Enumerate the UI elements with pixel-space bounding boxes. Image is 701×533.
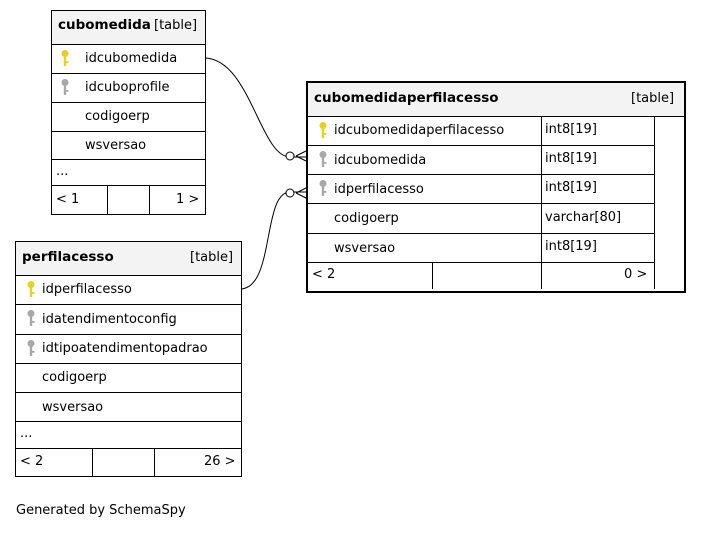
table-header: cubomedidaperfilacesso [table] [308,83,684,117]
table-perfilacesso[interactable]: perfilacesso [table] idperfilacesso idat… [15,241,242,477]
table-name: cubomedidaperfilacesso [314,90,499,106]
table-name: cubomedida [58,17,151,33]
column-row[interactable]: codigoerp [52,103,205,132]
column-row[interactable]: idatendimentoconfig [16,305,241,335]
ellipsis: ... [56,164,69,179]
footer-spacer [92,449,155,476]
column-name: idcubomedida [85,51,178,66]
column-row[interactable]: idtipoatendimentopadrao [16,335,241,364]
column-type-cell: int8[19] [541,234,655,262]
crowfoot-perfilacesso-fk [285,187,307,199]
table-footer: < 1 1 > [52,186,205,214]
column-name: idperfilacesso [334,182,424,197]
right-gutter-divider [654,117,655,289]
column-row[interactable]: wsversao [16,393,241,422]
more-columns: ... [16,422,241,449]
column-name: idatendimentoconfig [42,312,177,327]
primary-key-icon [318,117,328,145]
table-cubomedida[interactable]: cubomedida [table] idcubomedida idcubopr… [51,10,206,215]
column-row[interactable]: idperfilacesso [16,276,241,305]
footer-divider [149,186,206,214]
column-name: wsversao [42,400,104,415]
column-row[interactable]: codigoerp varchar[80] [308,204,654,234]
foreign-key-icon [26,335,36,363]
parents-count[interactable]: < 2 [312,267,336,282]
column-name: wsversao [334,241,396,256]
table-footer: < 2 0 > [308,263,654,289]
foreign-key-icon [60,74,70,102]
primary-key-icon [60,45,70,73]
more-columns: ... [52,160,205,186]
edge-cubomedida-to-cubomedidaperfilacesso [203,57,306,158]
generated-by-credit: Generated by SchemaSpy [16,503,186,518]
parents-count[interactable]: < 2 [20,454,44,469]
column-type: varchar[80] [545,210,622,225]
table-header: cubomedida [table] [52,11,205,45]
column-name: wsversao [85,138,147,153]
column-name: codigoerp [42,370,107,385]
table-cubomedidaperfilacesso[interactable]: cubomedidaperfilacesso [table] idcubomed… [306,81,686,293]
column-name: idcubomedida [334,153,427,168]
foreign-key-icon [318,146,328,174]
column-type: int8[19] [545,180,597,195]
primary-key-icon [26,276,36,304]
column-type: int8[19] [545,151,597,166]
table-header: perfilacesso [table] [16,242,241,276]
column-type: int8[19] [545,122,597,137]
footer-divider [154,449,242,476]
column-type-cell: int8[19] [541,175,655,203]
column-type-cell: int8[19] [541,117,655,145]
column-row[interactable]: idcubomedida int8[19] [308,146,654,175]
column-row[interactable]: idperfilacesso int8[19] [308,175,654,204]
column-row[interactable]: wsversao int8[19] [308,234,654,263]
column-type-cell: varchar[80] [541,204,655,233]
crowfoot-cubomedida-fk [285,150,307,162]
table-type: [table] [154,18,198,33]
column-name: idcubomedidaperfilacesso [334,123,505,138]
children-count[interactable]: 0 > [624,267,648,282]
column-name: idperfilacesso [42,282,132,297]
parents-count[interactable]: < 1 [56,192,80,207]
footer-spacer [432,263,542,289]
column-row[interactable]: codigoerp [16,364,241,393]
column-row[interactable]: wsversao [52,132,205,160]
foreign-key-icon [26,305,36,334]
column-name: codigoerp [85,109,150,124]
column-row[interactable]: idcubomedidaperfilacesso int8[19] [308,117,654,146]
column-name: idcuboprofile [85,80,170,95]
table-type: [table] [190,250,234,265]
foreign-key-icon [318,175,328,203]
column-row[interactable]: idcubomedida [52,45,205,74]
column-type: int8[19] [545,239,597,254]
column-name: idtipoatendimentopadrao [42,341,208,356]
column-name: codigoerp [334,211,399,226]
ellipsis: ... [20,426,33,441]
table-name: perfilacesso [22,249,114,265]
column-type-cell: int8[19] [541,146,655,174]
footer-spacer [107,186,150,214]
footer-divider [541,263,655,289]
children-count[interactable]: 1 > [176,192,200,207]
column-row[interactable]: idcuboprofile [52,74,205,103]
edge-perfilacesso-to-cubomedidaperfilacesso [239,191,306,290]
children-count[interactable]: 26 > [204,454,236,469]
table-footer: < 2 26 > [16,449,241,476]
table-type: [table] [631,91,675,106]
